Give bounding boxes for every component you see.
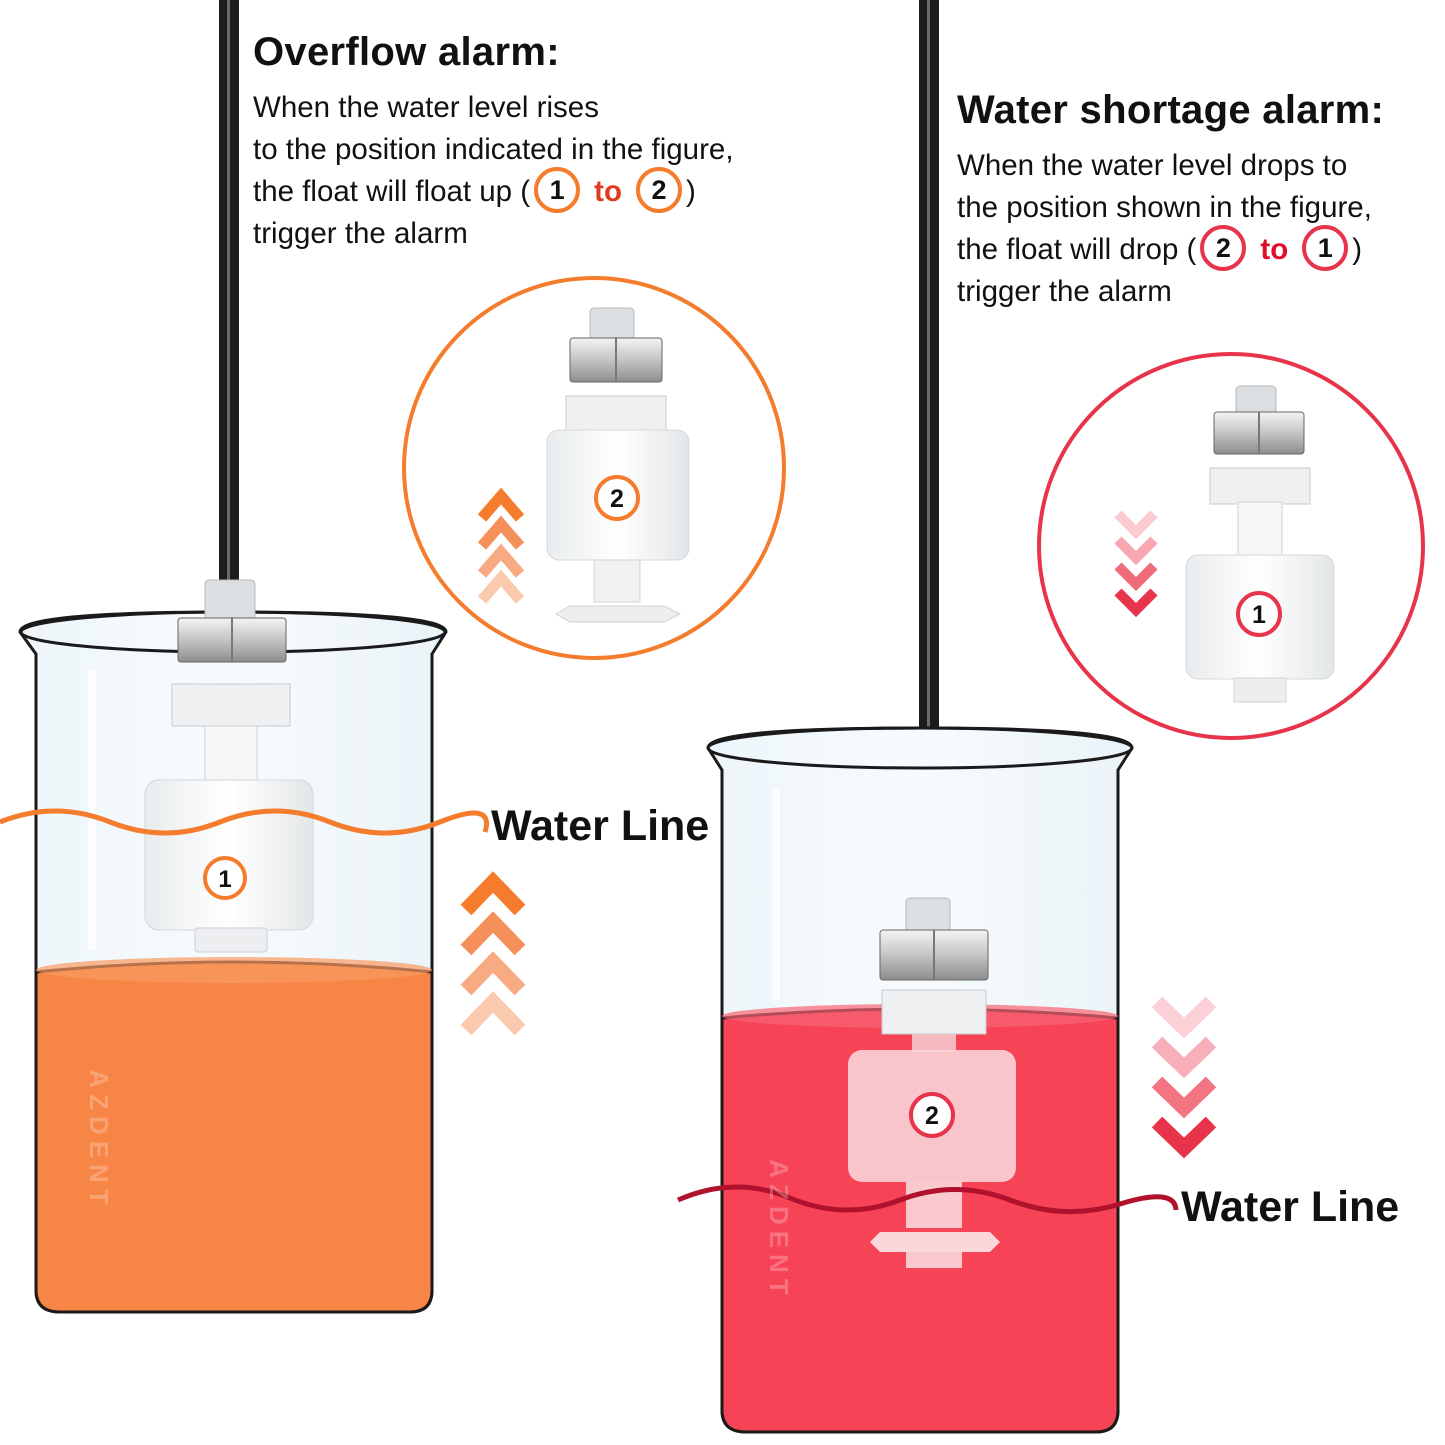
overflow-to-word: to: [594, 175, 622, 208]
float-sensor-left: [144, 579, 314, 953]
up-arrows-left: [460, 871, 526, 1036]
overflow-line-1: When the water level rises: [253, 91, 599, 124]
shortage-title: Water shortage alarm:: [957, 88, 1385, 132]
shortage-line-4: trigger the alarm: [957, 275, 1172, 309]
shortage-to-word: to: [1260, 233, 1289, 266]
water-line-right: [676, 1184, 1179, 1215]
inset-circle-left: [402, 276, 786, 660]
svg-text:2: 2: [925, 1102, 939, 1130]
shortage-line-1: When the water level drops to: [957, 149, 1348, 182]
shortage-text-block: Water shortage alarm: When the water lev…: [957, 88, 1384, 313]
watermark-left: AZDENT: [84, 1069, 114, 1210]
watermark-right: AZDENT: [764, 1159, 794, 1300]
shortage-line-2: the position shown in the figure,: [957, 191, 1372, 224]
inset-circle-right: [1037, 352, 1425, 740]
water-line-label-right: Water Line: [1181, 1183, 1400, 1231]
overflow-from-badge: 1: [534, 167, 581, 214]
overflow-line-2: to the position indicated in the figure,: [253, 133, 734, 166]
overflow-to-badge: 2: [635, 167, 682, 214]
overflow-line-4: trigger the alarm: [253, 217, 468, 251]
overflow-text-block: Overflow alarm: When the water level ris…: [253, 30, 734, 255]
float-badge-left: 1: [203, 856, 247, 900]
shortage-to-badge: 1: [1302, 225, 1349, 272]
water-line-left: [0, 808, 489, 836]
svg-text:1: 1: [218, 866, 231, 893]
inset-badge-right: 1: [1236, 591, 1282, 637]
water-line-label-left: Water Line: [491, 802, 710, 850]
float-badge-right: 2: [909, 1092, 955, 1138]
beaker-left: [18, 610, 448, 1314]
shortage-from-badge: 2: [1200, 225, 1247, 272]
svg-text:1: 1: [1252, 601, 1266, 629]
svg-text:2: 2: [610, 485, 624, 513]
down-arrows-right: [1151, 996, 1217, 1159]
inset-badge-left: 2: [594, 475, 640, 521]
overflow-title: Overflow alarm:: [253, 30, 560, 74]
